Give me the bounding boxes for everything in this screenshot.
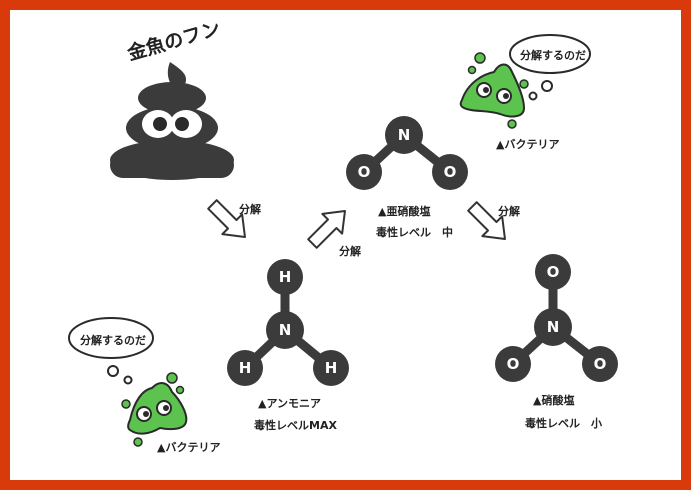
- nitrite-atom-label: O: [444, 163, 457, 181]
- ammonia-atom-n: [266, 311, 304, 349]
- nitrate-atom-label: N: [547, 318, 560, 336]
- arrow-ammonia-to-nitrite: [307, 210, 346, 249]
- arrow-nitrite-to-nitrate: [467, 201, 506, 240]
- ammonia-atom-label: H: [239, 359, 252, 377]
- ammonia-atom-h-left: [227, 350, 263, 386]
- speech-bubble-top: [509, 34, 591, 74]
- decompose-label-3: 分解: [498, 205, 520, 218]
- goldfish-poop-illustration: [110, 62, 234, 180]
- nitrite-atom-n: [385, 116, 423, 154]
- ammonia-atom-h-top: [267, 259, 303, 295]
- nitrite-atom-label: N: [398, 126, 411, 144]
- ammonia-atom-h-right: [313, 350, 349, 386]
- nitrite-atom-o-right: [432, 154, 468, 190]
- nitrate-atom-label: O: [507, 355, 520, 373]
- ammonia-atom-label: H: [279, 268, 292, 286]
- nitrate-atom-label: O: [594, 355, 607, 373]
- ammonia-toxicity: 毒性レベルMAX: [254, 419, 337, 432]
- bacteria-bottom-speech: 分解するのだ: [80, 334, 146, 347]
- bacteria-bottom-label: ▲バクテリア: [157, 441, 221, 454]
- nitrate-atom-o-top: [535, 254, 571, 290]
- decompose-label-2: 分解: [339, 245, 361, 258]
- nitrite-toxicity: 毒性レベル 中: [376, 226, 453, 239]
- nitrite-molecule: N O O: [346, 116, 468, 190]
- decompose-label-1: 分解: [239, 203, 261, 216]
- nitrate-atom-o-left: [495, 346, 531, 382]
- nitrate-toxicity: 毒性レベル 小: [525, 417, 602, 430]
- nitrate-atom-o-right: [582, 346, 618, 382]
- nitrite-name: ▲亜硝酸塩: [378, 205, 431, 218]
- arrow-poop-to-ammonia: [207, 199, 246, 238]
- ammonia-molecule: H N H H: [227, 259, 349, 386]
- bacteria-top-speech: 分解するのだ: [520, 49, 586, 62]
- bacteria-top-illustration: [459, 34, 591, 129]
- bacteria-top-label: ▲バクテリア: [496, 138, 560, 151]
- nitrate-molecule: O N O O: [495, 254, 618, 382]
- nitrite-atom-label: O: [358, 163, 371, 181]
- nitrate-name: ▲硝酸塩: [533, 394, 575, 407]
- ammonia-atom-label: H: [325, 359, 338, 377]
- speech-bubble-bottom: [68, 317, 154, 359]
- bacteria-bottom-illustration: [68, 317, 188, 447]
- ammonia-name: ▲アンモニア: [258, 397, 322, 410]
- nitrite-atom-o-left: [346, 154, 382, 190]
- nitrate-atom-label: O: [547, 263, 560, 281]
- ammonia-atom-label: N: [279, 321, 292, 339]
- nitrate-atom-n: [534, 308, 572, 346]
